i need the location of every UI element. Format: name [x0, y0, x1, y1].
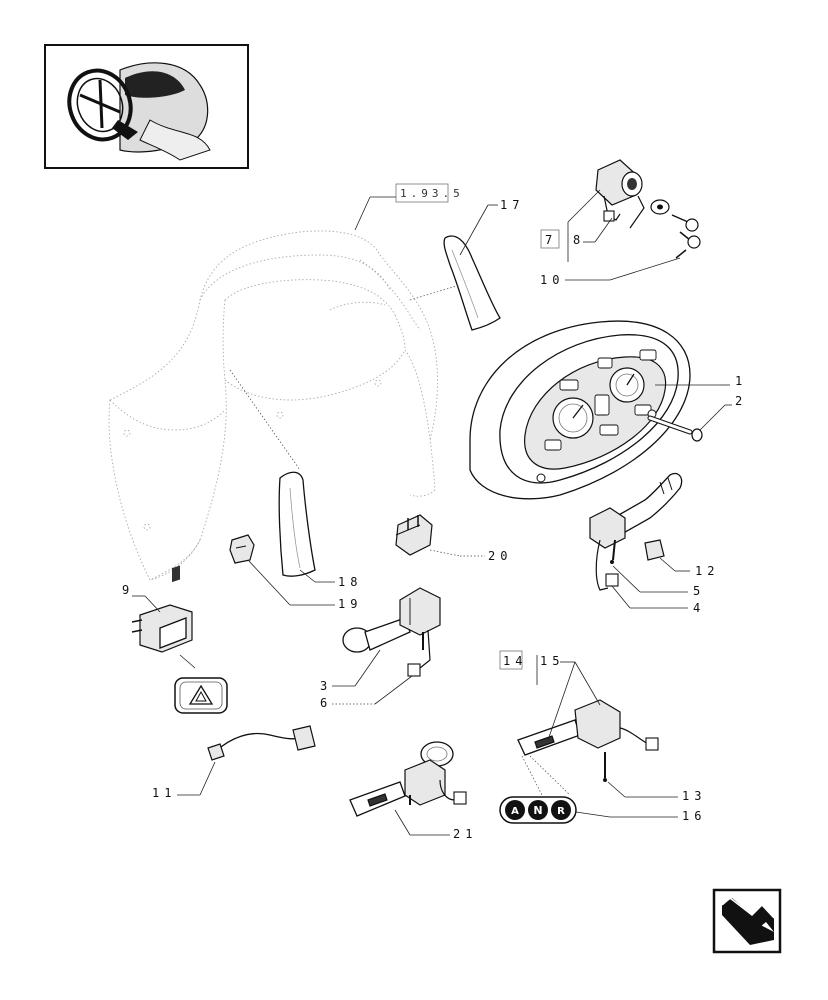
part-1-instrument-cluster: 1	[469, 320, 747, 500]
thumbnail-frame	[44, 44, 249, 169]
part-18-lower-trim: 18	[229, 369, 362, 589]
callout-12: 12	[695, 564, 719, 578]
hazard-triangle-icon	[188, 684, 214, 705]
callout-11: 11	[152, 786, 176, 800]
part-2-screw: 2	[647, 394, 747, 442]
ignition-switch-assembly: 7 8 10	[540, 159, 701, 287]
callout-17: 17	[500, 198, 524, 212]
callout-4: 4	[693, 601, 705, 615]
dashboard-shroud-outline	[108, 230, 438, 581]
part-4-stalk-switch: 5 4	[589, 472, 705, 615]
reference-label: 1.93.5	[354, 183, 464, 231]
callout-20: 20	[488, 549, 512, 563]
callout-1: 1	[735, 374, 747, 388]
callout-9: 9	[122, 583, 134, 597]
next-page-arrow-icon[interactable]	[712, 888, 782, 954]
part-16-selector-decal: A N R 16	[499, 755, 706, 824]
decal-symbol-left: A	[511, 806, 519, 817]
callout-15: 15	[540, 654, 564, 668]
decal-symbol-right: R	[557, 806, 565, 817]
callout-3: 3	[320, 679, 332, 693]
callout-18: 18	[338, 575, 362, 589]
callout-7: 7	[545, 233, 557, 247]
callout-5: 5	[693, 584, 705, 598]
part-9-rocker-switch: 9	[122, 565, 196, 669]
callout-14: 14	[503, 654, 527, 668]
part-13-stalk-switch: 14 15 13	[499, 650, 706, 803]
part-21-stalk-switch: 21	[349, 741, 477, 841]
part-17-upper-trim: 17	[409, 198, 524, 331]
part-11-harness: 11	[152, 725, 316, 800]
part-3-stalk-switch: 3 6	[320, 587, 441, 710]
part-19-clip: 19	[229, 534, 362, 611]
decal-symbol-center: N	[533, 804, 542, 817]
callout-21: 21	[453, 827, 477, 841]
part-12-cap: 12	[644, 539, 719, 578]
part-20-connector: 20	[395, 514, 512, 563]
tractor-steering-wheel-icon	[67, 62, 211, 161]
callout-8: 8	[573, 233, 585, 247]
callout-10: 10	[540, 273, 564, 287]
callout-2: 2	[735, 394, 747, 408]
callout-19: 19	[338, 597, 362, 611]
callout-16: 16	[682, 809, 706, 823]
callout-6: 6	[320, 696, 332, 710]
callout-13: 13	[682, 789, 706, 803]
hazard-button	[174, 677, 228, 714]
reference-text: 1.93.5	[400, 187, 464, 200]
